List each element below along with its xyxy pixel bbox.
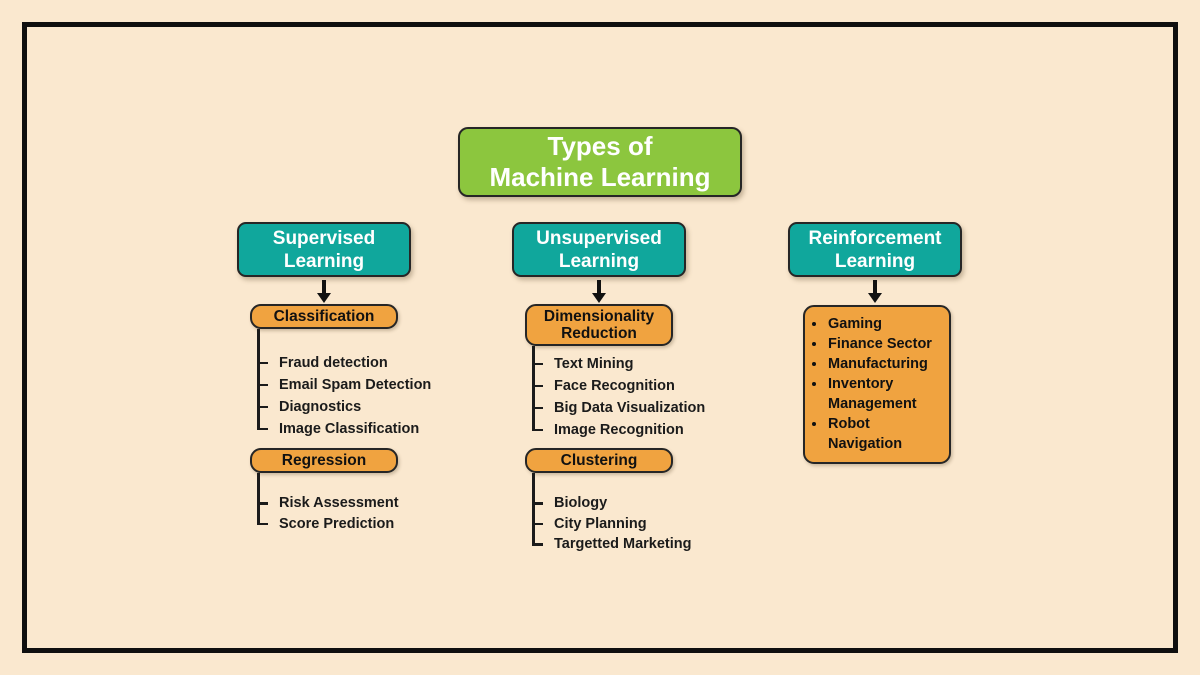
header-reinforcement-learning: Reinforcement Learning	[788, 222, 962, 277]
bullet-item: Robot Navigation	[827, 414, 945, 454]
tree-item: Image Recognition	[530, 419, 686, 441]
tree-item: Targetted Marketing	[530, 534, 692, 555]
column-reinforcement: Reinforcement Learning Gaming Finance Se…	[788, 222, 962, 642]
arrow-head	[592, 293, 606, 303]
regression-items: Risk Assessment Score Prediction	[255, 473, 411, 535]
bullet-item: Finance Sector	[827, 334, 945, 354]
tree-item: Email Spam Detection	[255, 374, 431, 396]
bullet-item: Gaming	[827, 314, 945, 334]
arrow-stem	[322, 280, 326, 293]
tree-item: Risk Assessment	[255, 473, 411, 514]
tree-item: Big Data Visualization	[530, 397, 705, 419]
tree-item: Score Prediction	[255, 513, 411, 535]
reinforcement-applications-list: Gaming Finance Sector Manufacturing Inve…	[809, 314, 945, 454]
dimensionality-reduction-items: Text Mining Face Recognition Big Data Vi…	[530, 346, 705, 441]
column-supervised: Supervised Learning Classification Fraud…	[237, 222, 431, 642]
bullet-item: Manufacturing	[827, 354, 945, 374]
group-regression: Regression Risk Assessment Score Predict…	[237, 448, 411, 534]
header-unsupervised-learning: Unsupervised Learning	[512, 222, 686, 277]
tree-item: Diagnostics	[255, 396, 411, 418]
reinforcement-applications-box: Gaming Finance Sector Manufacturing Inve…	[803, 305, 951, 464]
tree-item: Biology	[530, 473, 686, 514]
down-arrow-icon	[788, 280, 962, 304]
node-classification: Classification	[250, 304, 398, 329]
group-dimensionality-reduction: Dimensionality Reduction Text Mining Fac…	[512, 304, 705, 441]
tree-item: Image Classification	[255, 418, 419, 440]
bullet-item: Inventory Management	[827, 374, 945, 414]
column-unsupervised: Unsupervised Learning Dimensionality Red…	[512, 222, 705, 642]
classification-items: Fraud detection Email Spam Detection Dia…	[255, 329, 431, 440]
clustering-items: Biology City Planning Targetted Marketin…	[530, 473, 692, 555]
tree-item: Face Recognition	[530, 375, 686, 397]
arrow-stem	[873, 280, 877, 293]
group-clustering: Clustering Biology City Planning Targett…	[512, 448, 692, 555]
tree-item: Fraud detection	[255, 329, 411, 374]
arrow-head	[868, 293, 882, 303]
title-box: Types of Machine Learning	[458, 127, 742, 197]
arrow-stem	[597, 280, 601, 293]
down-arrow-icon	[512, 280, 686, 304]
node-clustering: Clustering	[525, 448, 673, 473]
group-classification: Classification Fraud detection Email Spa…	[237, 304, 431, 440]
down-arrow-icon	[237, 280, 411, 304]
header-supervised-learning: Supervised Learning	[237, 222, 411, 277]
title-line-1: Types of	[547, 131, 653, 161]
tree-item: Text Mining	[530, 346, 686, 375]
tree-item: City Planning	[530, 513, 686, 535]
node-regression: Regression	[250, 448, 398, 473]
title-line-2: Machine Learning	[489, 162, 711, 192]
node-dimensionality-reduction: Dimensionality Reduction	[525, 304, 673, 346]
arrow-head	[317, 293, 331, 303]
